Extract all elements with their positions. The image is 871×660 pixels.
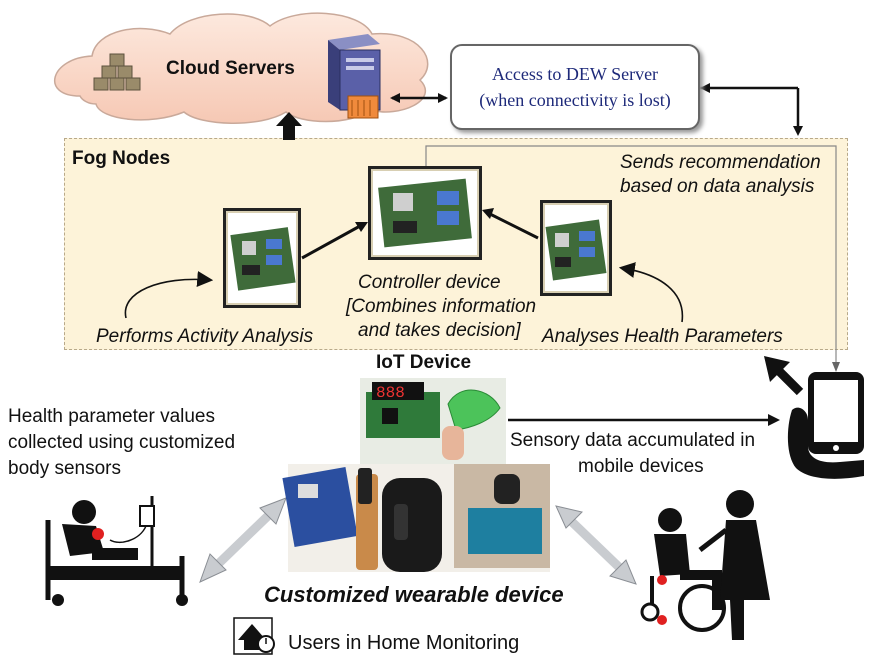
health-values-line-2: collected using customized bbox=[8, 432, 236, 453]
users-home-monitoring-label: Users in Home Monitoring bbox=[288, 632, 520, 654]
fog-to-cloud-arrow bbox=[276, 112, 302, 140]
recommendation-line bbox=[425, 145, 840, 372]
iot-to-mobile-arrow bbox=[508, 414, 780, 426]
iot-device-image: 888 bbox=[360, 378, 506, 464]
controller-board bbox=[368, 166, 482, 260]
sensory-data-line-1: Sensory data accumulated in bbox=[510, 430, 756, 451]
wearable-devices-icon bbox=[282, 464, 550, 572]
tablet-hand-icon bbox=[787, 372, 864, 479]
wheelchair-caregiver-icon bbox=[640, 490, 770, 640]
cloud-dew-arrow bbox=[390, 93, 448, 103]
dew-subtitle: (when connectivity is lost) bbox=[479, 90, 671, 110]
server-stack-icon bbox=[93, 53, 141, 91]
health-label: Analyses Health Parameters bbox=[542, 326, 783, 347]
home-monitoring-icon bbox=[233, 617, 275, 655]
cloud-servers-label: Cloud Servers bbox=[166, 58, 295, 79]
iot-display-digits: 888 bbox=[376, 384, 405, 402]
health-to-controller-arrow bbox=[482, 208, 539, 240]
sensory-data-line-2: mobile devices bbox=[578, 456, 704, 477]
activity-to-controller-arrow bbox=[301, 222, 368, 260]
patient-bed-icon bbox=[45, 496, 188, 606]
wearable-collage bbox=[282, 464, 550, 572]
controller-label-1: Controller device bbox=[358, 272, 501, 293]
raspberry-pi-icon bbox=[378, 178, 472, 248]
health-board bbox=[540, 200, 612, 296]
controller-label-3: and takes decision] bbox=[358, 320, 521, 341]
iot-device-title: IoT Device bbox=[376, 352, 472, 373]
server-tower-icon bbox=[328, 34, 381, 119]
dew-server-box: Access to DEW Server (when connectivity … bbox=[450, 44, 700, 130]
wearable-elderly-arrow bbox=[555, 505, 637, 585]
fog-nodes-title: Fog Nodes bbox=[72, 148, 171, 169]
raspberry-pi-icon bbox=[545, 219, 607, 281]
recommendation-text-2: based on data analysis bbox=[620, 176, 815, 197]
patient-wearable-arrow bbox=[199, 497, 287, 583]
wearable-title: Customized wearable device bbox=[264, 582, 564, 607]
health-curve-arrow bbox=[618, 262, 684, 323]
health-values-line-3: body sensors bbox=[8, 458, 122, 479]
health-values-line-1: Health parameter values bbox=[8, 406, 215, 427]
iot-sensor-icon: 888 bbox=[366, 382, 501, 460]
raspberry-pi-icon bbox=[230, 227, 296, 291]
activity-label: Performs Activity Analysis bbox=[96, 326, 314, 347]
tablet-to-fog-arrow bbox=[764, 356, 804, 396]
activity-curve-arrow bbox=[124, 271, 214, 319]
recommendation-text-1: Sends recommendation bbox=[620, 152, 821, 173]
controller-label-2: [Combines information bbox=[346, 296, 537, 317]
activity-board bbox=[223, 208, 301, 308]
dew-title: Access to DEW Server bbox=[491, 64, 659, 84]
dew-fog-connector bbox=[700, 83, 803, 136]
